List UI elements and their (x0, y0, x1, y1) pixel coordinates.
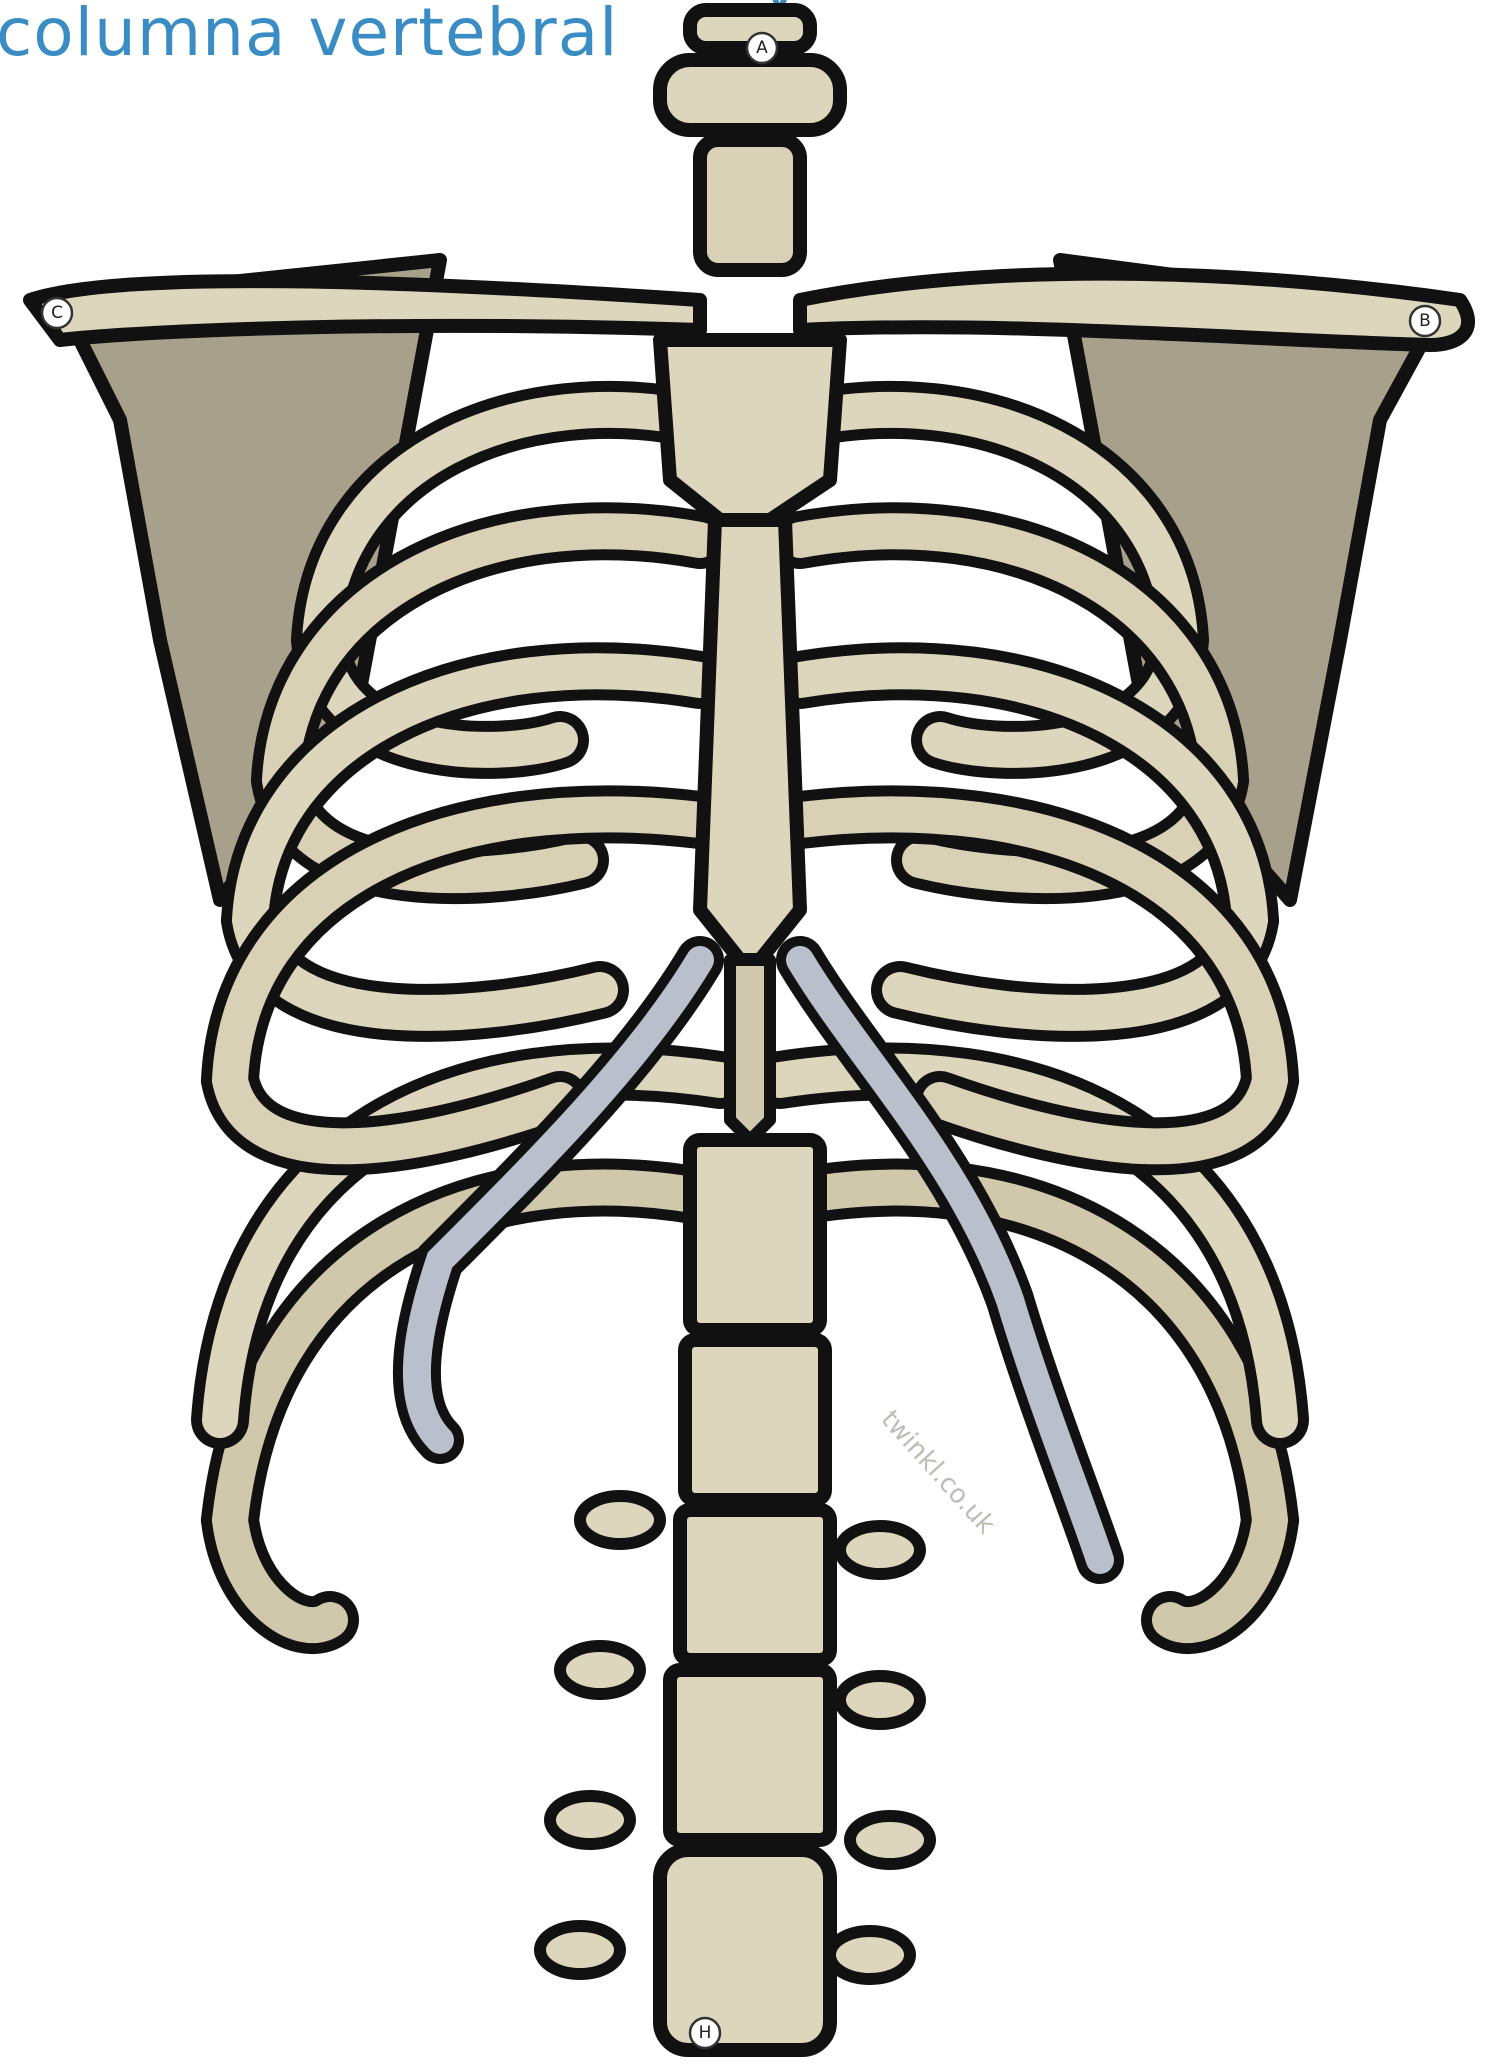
marker-c-label: C (51, 303, 63, 323)
clavicle-right (800, 274, 1468, 345)
marker-b-label: B (1419, 311, 1431, 331)
clavicle-left (30, 281, 700, 340)
marker-b: B (1410, 306, 1440, 336)
marker-a: A (747, 33, 777, 63)
marker-c: C (42, 298, 72, 328)
watermark: twinkl.co.uk (875, 1405, 1001, 1540)
marker-h-label: H (699, 2023, 712, 2043)
marker-a-label: A (756, 38, 768, 58)
marker-h: H (690, 2018, 720, 2048)
